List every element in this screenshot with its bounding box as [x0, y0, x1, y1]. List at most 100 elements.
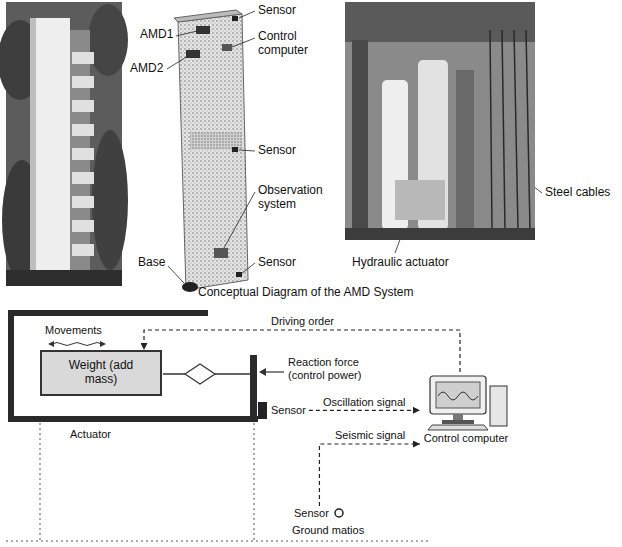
column	[352, 40, 368, 240]
floor-window	[72, 52, 94, 64]
sensor-dot	[335, 509, 343, 517]
photo-ground	[345, 2, 535, 240]
actuator-rod	[215, 373, 250, 375]
amd-unit	[196, 26, 210, 34]
computer-icon	[422, 374, 510, 432]
damper-photo	[345, 2, 535, 240]
floor-band	[190, 132, 242, 150]
screen	[436, 382, 480, 408]
tower-shade	[30, 18, 36, 286]
movement-wave	[52, 343, 102, 346]
cylinder	[382, 80, 408, 230]
weight-box: Weight (add mass)	[40, 350, 162, 396]
tower-shaft	[30, 18, 70, 286]
frame-bar	[8, 310, 208, 316]
frame-post	[456, 70, 474, 230]
sensor-symbol	[333, 507, 345, 519]
frame-post	[250, 355, 257, 422]
leader-line	[239, 150, 255, 151]
signal-label: Ground matios	[292, 524, 364, 537]
part-label: Steel cables	[545, 186, 610, 200]
floor-window	[72, 148, 94, 160]
floor-window	[72, 124, 94, 136]
frame-bar	[8, 416, 258, 422]
node-text: Weight (add mass)	[59, 359, 143, 387]
sensor-block: Sensor	[258, 402, 309, 419]
floor-window	[72, 76, 94, 88]
control-computer: Control computer	[420, 372, 512, 447]
floor-window	[72, 196, 94, 208]
signal-connector	[319, 444, 420, 506]
reaction-head	[259, 368, 266, 376]
part-label: Sensor	[258, 4, 296, 18]
signal-label: Oscillation signal	[321, 396, 408, 409]
leader-line	[239, 11, 255, 18]
diagram-title: Conceptual Diagram of the AMD System	[198, 286, 413, 300]
computer-mark	[222, 44, 232, 51]
movement-head	[100, 341, 106, 347]
leader-lines	[167, 11, 542, 283]
part-label: Actuator	[70, 428, 111, 441]
tree	[2, 160, 42, 280]
steel-cable	[502, 30, 505, 230]
photo-street	[6, 270, 122, 286]
ceiling	[345, 2, 535, 42]
monitor-base	[442, 420, 474, 424]
monitor-stand	[453, 414, 463, 420]
floor-window	[72, 220, 94, 232]
motion-label: Movements	[45, 324, 102, 337]
building-photo	[0, 2, 128, 286]
node-text: Sensor	[294, 507, 329, 520]
node-text: Sensor	[271, 404, 306, 417]
building-schematic	[174, 10, 248, 292]
part-label: AMD2	[130, 62, 163, 76]
dotted-line	[40, 423, 41, 540]
leader-line	[167, 56, 188, 69]
amd-unit	[186, 50, 200, 58]
actuator-block	[395, 180, 445, 220]
observation-box	[214, 248, 228, 258]
part-label: Hydraulic actuator	[352, 256, 449, 270]
cylinder	[418, 60, 448, 230]
ground-line	[6, 541, 430, 542]
reaction-arrow	[264, 371, 284, 372]
leader-line	[241, 263, 255, 274]
part-label: Sensor	[258, 256, 296, 270]
tree	[88, 4, 128, 76]
base-mark	[182, 282, 198, 292]
part-label: Base	[138, 256, 165, 270]
steel-cable	[490, 30, 492, 230]
steel-cable	[526, 30, 530, 230]
part-label: Observation system	[258, 184, 336, 212]
floor-window	[72, 244, 94, 256]
movement-head	[48, 341, 54, 347]
cpu-case	[490, 386, 507, 426]
leader-line	[395, 226, 405, 253]
building-roof	[174, 10, 242, 22]
sensor-mark	[232, 147, 238, 152]
leader-line	[176, 31, 197, 36]
steel-cable	[514, 30, 518, 230]
tree	[92, 130, 128, 270]
sensor-mark	[236, 272, 242, 277]
signal-label: Seismic signal	[333, 429, 407, 442]
part-label: AMD1	[140, 28, 173, 42]
leader-line	[520, 176, 542, 193]
ground-sensor: Sensor	[292, 506, 347, 521]
frame-bar	[8, 310, 14, 422]
floor-window	[72, 172, 94, 184]
leader-line	[168, 266, 184, 283]
photo-ground	[6, 2, 122, 286]
monitor	[430, 376, 486, 414]
actuator-rod	[163, 373, 185, 375]
leader-line	[224, 192, 255, 248]
signal-label: Driving order	[269, 315, 336, 328]
amd-frame	[6, 310, 430, 541]
wave-trace	[438, 392, 478, 400]
node-text: Control computer	[424, 432, 508, 445]
keyboard	[428, 425, 488, 430]
floor	[345, 228, 535, 240]
